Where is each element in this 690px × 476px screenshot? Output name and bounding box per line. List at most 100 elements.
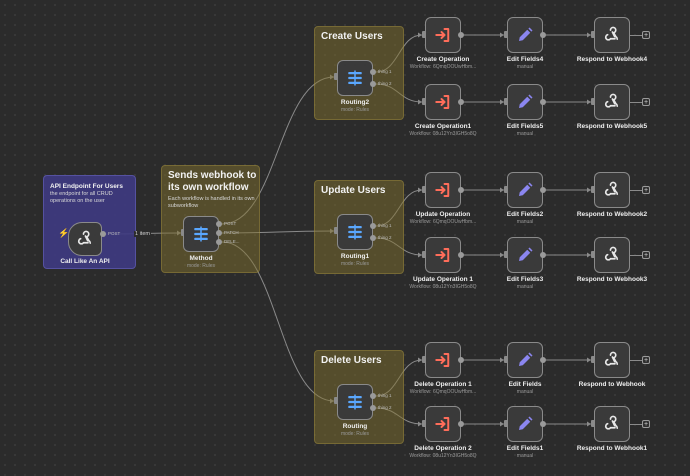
routing2-output-port-2[interactable] [370, 81, 376, 87]
delete-op2-name: Delete Operation 2 [414, 445, 472, 452]
node-respond-to-webhook1[interactable] [594, 406, 630, 442]
node-respond-to-webhook5[interactable] [594, 84, 630, 120]
node-delete-operation1[interactable] [425, 342, 461, 378]
node-edit-fields5[interactable] [507, 84, 543, 120]
routing2-input-port[interactable] [334, 73, 338, 80]
delete-op1-input-port[interactable] [422, 356, 426, 363]
create-op-input-port[interactable] [422, 31, 426, 38]
edit4-input-port[interactable] [504, 31, 508, 38]
node-method[interactable] [183, 216, 219, 252]
create-op1-sub: Workflow: 08u12Yn3IGH5o8Q [409, 131, 477, 137]
routing-input-port[interactable] [334, 397, 338, 404]
edit5-sub: manual [516, 131, 534, 137]
respond-input-port[interactable] [591, 356, 595, 363]
add-node-button-respond1[interactable]: + [642, 420, 650, 428]
routing2-name: Routing2 [340, 99, 370, 106]
respond4-input-port[interactable] [591, 31, 595, 38]
respond1-input-port[interactable] [591, 420, 595, 427]
execute-workflow-icon [435, 183, 450, 197]
node-create-operation1[interactable] [425, 84, 461, 120]
node-routing[interactable] [337, 384, 373, 420]
node-respond-to-webhook3[interactable] [594, 237, 630, 273]
routing1-output-port-1[interactable] [370, 223, 376, 229]
edit4-name: Edit Fields4 [506, 56, 544, 63]
update-op1-output-port[interactable] [458, 252, 464, 258]
delete-op2-output-port[interactable] [458, 421, 464, 427]
update-op-input-port[interactable] [422, 186, 426, 193]
edit3-sub: manual [516, 284, 534, 290]
execute-workflow-icon [435, 353, 450, 367]
routing-port-label-1: thing 1 [378, 393, 392, 398]
edit4-output-port[interactable] [540, 32, 546, 38]
node-edit-fields4[interactable] [507, 17, 543, 53]
edit5-input-port[interactable] [504, 98, 508, 105]
update-op1-input-port[interactable] [422, 251, 426, 258]
method-output-port-3[interactable] [216, 239, 222, 245]
edit2-name: Edit Fields2 [506, 211, 544, 218]
add-node-button-respond5[interactable]: + [642, 98, 650, 106]
create-op1-output-port[interactable] [458, 99, 464, 105]
delete-op1-output-port[interactable] [458, 357, 464, 363]
node-update-operation[interactable] [425, 172, 461, 208]
pencil-icon [519, 27, 533, 41]
delete-op1-sub: Workflow: 6QmqOOUwHbm... [409, 389, 477, 395]
node-respond-to-webhook4[interactable] [594, 17, 630, 53]
routing1-input-port[interactable] [334, 227, 338, 234]
edit-output-port[interactable] [540, 357, 546, 363]
sticky-delete-users[interactable]: Delete Users [314, 350, 404, 444]
add-node-button-respond[interactable]: + [642, 356, 650, 364]
node-edit-fields2[interactable] [507, 172, 543, 208]
webhook-icon [77, 230, 92, 245]
sticky-sends-title-2: its own workflow [168, 182, 249, 193]
respond5-stub [630, 102, 642, 103]
node-call-like-an-api[interactable] [68, 222, 102, 256]
node-edit-fields3[interactable] [507, 237, 543, 273]
add-node-button-respond4[interactable]: + [642, 31, 650, 39]
update-op1-sub: Workflow: 08u12Yn3IGH5o8Q [409, 284, 477, 290]
node-routing2[interactable] [337, 60, 373, 96]
routing2-output-port-1[interactable] [370, 69, 376, 75]
node-routing1[interactable] [337, 214, 373, 250]
node-edit-fields[interactable] [507, 342, 543, 378]
update-op-name: Update Operation [415, 211, 471, 218]
edit1-output-port[interactable] [540, 421, 546, 427]
edit2-output-port[interactable] [540, 187, 546, 193]
edit3-output-port[interactable] [540, 252, 546, 258]
method-output-port-2[interactable] [216, 230, 222, 236]
respond2-input-port[interactable] [591, 186, 595, 193]
respond3-input-port[interactable] [591, 251, 595, 258]
execute-workflow-icon [435, 248, 450, 262]
delete-op2-input-port[interactable] [422, 420, 426, 427]
call-api-output-port[interactable] [100, 231, 106, 237]
node-create-operation[interactable] [425, 17, 461, 53]
edit-input-port[interactable] [504, 356, 508, 363]
add-node-button-respond3[interactable]: + [642, 251, 650, 259]
sticky-api-body: the endpoint for all CRUD operations on … [50, 191, 113, 204]
node-edit-fields1[interactable] [507, 406, 543, 442]
edit3-input-port[interactable] [504, 251, 508, 258]
add-node-button-respond2[interactable]: + [642, 186, 650, 194]
node-respond-to-webhook2[interactable] [594, 172, 630, 208]
create-op-output-port[interactable] [458, 32, 464, 38]
edge-label-items: 1 item [134, 231, 151, 237]
edit2-input-port[interactable] [504, 186, 508, 193]
respond5-input-port[interactable] [591, 98, 595, 105]
create-op1-input-port[interactable] [422, 98, 426, 105]
node-respond-to-webhook[interactable] [594, 342, 630, 378]
routing-output-port-2[interactable] [370, 405, 376, 411]
routing2-port-label-1: thing 1 [378, 69, 392, 74]
method-output-port-1[interactable] [216, 221, 222, 227]
routing-output-port-1[interactable] [370, 393, 376, 399]
edit5-output-port[interactable] [540, 99, 546, 105]
create-op-sub: Workflow: 6QmqOOUwHbm... [409, 64, 477, 70]
routing2-port-label-2: thing 2 [378, 81, 392, 86]
respond5-name: Respond to Webhook5 [576, 123, 648, 130]
update-op-output-port[interactable] [458, 187, 464, 193]
node-delete-operation2[interactable] [425, 406, 461, 442]
routing1-output-port-2[interactable] [370, 235, 376, 241]
edit-name: Edit Fields [508, 381, 542, 388]
respond2-name: Respond to Webhook2 [576, 211, 648, 218]
edit1-input-port[interactable] [504, 420, 508, 427]
node-update-operation1[interactable] [425, 237, 461, 273]
